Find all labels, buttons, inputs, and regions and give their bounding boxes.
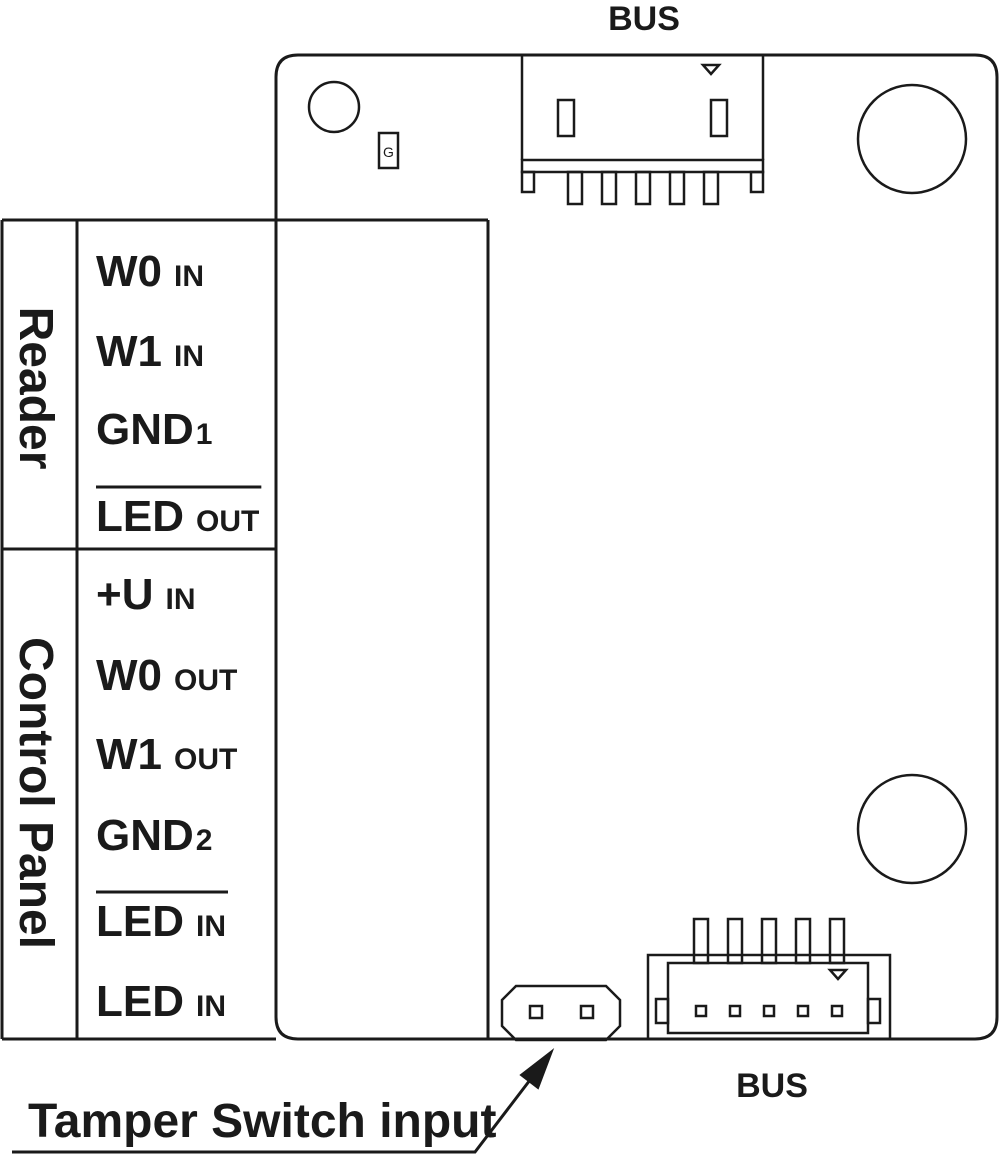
terminal-block: [0, 218, 490, 1041]
terminal-main-text: W0: [96, 247, 162, 296]
terminal-label: LED OUT: [96, 492, 259, 541]
terminal-label: W0 OUT: [96, 651, 237, 700]
terminal-sub-text: OUT: [174, 664, 237, 697]
terminal-main-text: LED: [96, 897, 184, 946]
bottom-bus-label: BUS: [736, 1067, 808, 1105]
terminal-main-text: W1: [96, 730, 162, 779]
terminal-sub-text: IN: [196, 910, 226, 943]
terminal-sub-text: IN: [174, 260, 204, 293]
mounting-hole-small: [307, 80, 361, 134]
terminal-sub-text: OUT: [196, 505, 259, 538]
terminal-label: W0 IN: [96, 247, 204, 296]
terminal-label: W1 IN: [96, 327, 204, 376]
terminal-label: GND2: [96, 811, 212, 860]
terminal-sub-text: IN: [196, 990, 226, 1023]
terminal-main-text: +U: [96, 570, 153, 619]
tamper-switch-connector: [500, 984, 622, 1042]
terminal-main-text: LED: [96, 492, 184, 541]
led-indicator: [377, 131, 400, 170]
terminal-label: GND1: [96, 405, 212, 454]
terminal-sub-text: IN: [165, 583, 195, 616]
group-label-control-panel: Control Panel: [9, 637, 62, 949]
terminal-main-text: W0: [96, 651, 162, 700]
bottom-bus-connector: [646, 917, 892, 1039]
terminal-label: LED IN: [96, 897, 226, 946]
terminal-label: LED IN: [96, 977, 226, 1026]
terminal-sub-text: IN: [174, 340, 204, 373]
pcb-board-outline: [274, 53, 999, 1041]
terminal-label: +U IN: [96, 570, 195, 619]
terminal-sub-text: OUT: [174, 743, 237, 776]
group-label-reader: Reader: [9, 307, 62, 470]
led-marker-label: G: [383, 144, 394, 160]
top-bus-label: BUS: [608, 0, 680, 38]
terminal-sub-text: 2: [196, 824, 213, 857]
terminal-main-text: LED: [96, 977, 184, 1026]
terminal-main-text: W1: [96, 327, 162, 376]
tamper-leader-arrow: [12, 1048, 555, 1154]
terminal-sub-text: 1: [196, 418, 213, 451]
tamper-switch-label: Tamper Switch input: [28, 1095, 496, 1148]
mounting-hole-bottom-right: [856, 773, 968, 885]
terminal-main-text: GND: [96, 405, 194, 454]
mounting-hole-top-right: [856, 83, 968, 195]
terminal-main-text: GND: [96, 811, 194, 860]
top-bus-connector: [520, 55, 765, 206]
terminal-label: W1 OUT: [96, 730, 237, 779]
